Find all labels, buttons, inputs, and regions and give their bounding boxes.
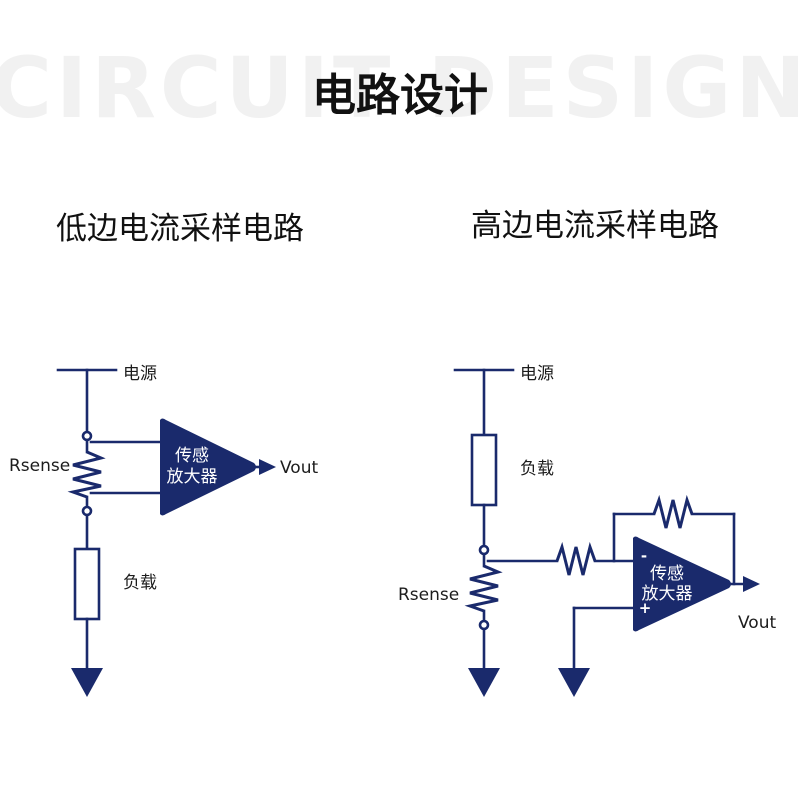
- low-side-circuit: 电源 Rsense 传感 放大器 Vout 负载: [9, 364, 318, 697]
- high-amp-label-2: 放大器: [642, 584, 693, 604]
- high-amp-minus-pin: -: [641, 547, 647, 565]
- high-output-arrow: [743, 576, 760, 592]
- high-vout-label: Vout: [738, 613, 776, 633]
- low-rsense-label: Rsense: [9, 456, 70, 476]
- high-input-resistor: [555, 541, 597, 576]
- low-rsense-resistor: [67, 450, 106, 499]
- low-sense-amplifier: [160, 418, 256, 516]
- high-load-label: 负载: [520, 459, 554, 479]
- high-ground-icon-right: [558, 668, 590, 697]
- high-amp-label-1: 传感: [650, 564, 684, 584]
- high-rsense-label: Rsense: [398, 585, 459, 605]
- high-rsense-resistor: [464, 564, 503, 613]
- watermark-text: CIRCUIT DESIGN: [0, 39, 800, 137]
- high-ground-icon-left: [468, 668, 500, 697]
- high-sense-amplifier: [633, 536, 731, 632]
- high-side-title: 高边电流采样电路: [471, 208, 719, 244]
- high-feedback-resistor: [652, 494, 694, 529]
- low-output-arrow: [259, 459, 276, 475]
- high-side-circuit: 电源 负载 Rsense - + 传感 放大器: [398, 364, 776, 697]
- low-power-label: 电源: [123, 364, 157, 384]
- low-vout-label: Vout: [280, 458, 318, 478]
- low-load-resistor: [73, 547, 101, 621]
- low-side-title: 低边电流采样电路: [56, 211, 304, 247]
- low-ground-icon: [71, 668, 103, 697]
- page-title: 电路设计: [312, 70, 488, 121]
- low-amp-label-1: 传感: [175, 446, 209, 466]
- high-amp-plus-pin: +: [639, 599, 652, 617]
- low-load-label: 负载: [123, 573, 157, 593]
- high-load-resistor: [470, 433, 498, 507]
- low-amp-label-2: 放大器: [167, 467, 218, 487]
- high-power-label: 电源: [520, 364, 554, 384]
